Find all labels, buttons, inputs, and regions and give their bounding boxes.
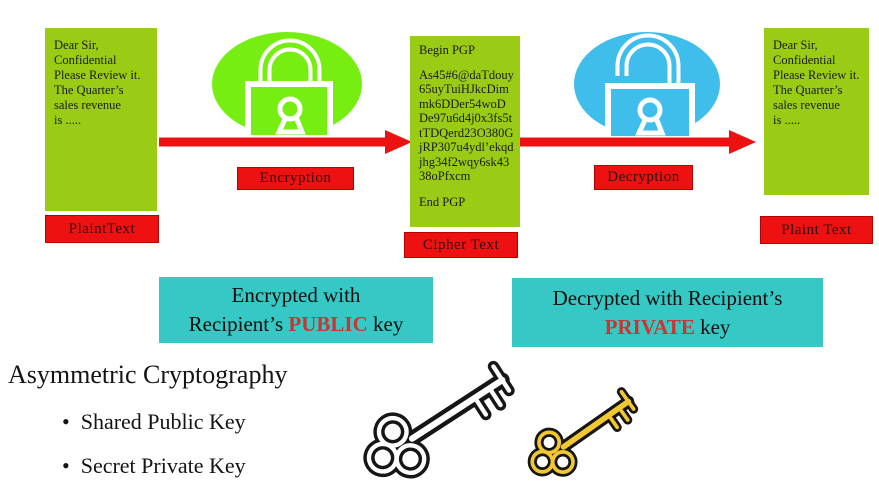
callout-line: PRIVATE key <box>604 314 731 339</box>
message-line: Confidential <box>773 53 836 67</box>
decrypted-with-private-key-callout: Decrypted with Recipient’s PRIVATE key <box>512 278 823 347</box>
message-line: The Quarter’s <box>54 83 124 97</box>
message-line: Please Review it. <box>773 68 860 82</box>
bullet-icon: • <box>62 453 70 478</box>
cipher-header: Begin PGP <box>419 43 475 57</box>
callout-line: Decrypted with Recipient’s <box>552 285 783 310</box>
plaintext-label-right: Plaint Text <box>760 216 873 244</box>
cipher-line: mk6DDer54woD <box>419 96 506 111</box>
cipher-text-box: Begin PGP As45#6@daTdouy 65uyTuiHJkcDim … <box>410 36 520 227</box>
plaintext-message-right: Dear Sir, Confidential Please Review it.… <box>764 28 869 195</box>
decryption-label: Decryption <box>594 165 693 190</box>
closed-padlock-icon <box>212 32 362 141</box>
message-line: Dear Sir, <box>54 38 99 52</box>
white-skeleton-key-icon <box>363 360 515 479</box>
decryption-arrow-icon <box>519 130 756 154</box>
cipher-line: jhg34f2wqy6sk43 <box>419 154 510 169</box>
callout-line: Recipient’s PUBLIC key <box>188 312 404 336</box>
public-key-emphasis: PUBLIC <box>288 312 368 336</box>
message-line: sales revenue <box>54 98 121 112</box>
gold-skeleton-key-icon <box>527 387 639 477</box>
message-line: sales revenue <box>773 98 840 112</box>
callout-line: Encrypted with <box>231 283 361 307</box>
cipher-line: tTDQerd23O380G <box>419 125 514 140</box>
bullet-secret-private-key: •Secret Private Key <box>62 453 246 478</box>
cipher-line: De97u6d4j0x3fs5t <box>419 111 513 125</box>
cipher-line: 65uyTuiHJkcDim <box>419 82 509 96</box>
cipher-text-label: Cipher Text <box>404 232 518 258</box>
message-line: is ..... <box>773 113 801 127</box>
message-line: Confidential <box>54 53 117 67</box>
cipher-line: 38oPfxcm <box>419 169 471 183</box>
private-key-emphasis: PRIVATE <box>604 314 695 339</box>
cipher-footer: End PGP <box>419 194 466 209</box>
encryption-label: Encryption <box>237 167 354 190</box>
asymmetric-cryptography-heading: Asymmetric Cryptography <box>8 360 288 389</box>
encrypted-with-public-key-callout: Encrypted with Recipient’s PUBLIC key <box>159 277 433 343</box>
bullet-shared-public-key: •Shared Public Key <box>62 409 246 434</box>
bullet-icon: • <box>62 409 70 434</box>
message-line: Please Review it. <box>54 68 141 82</box>
cipher-line: jRP307u4ydl’ekqd <box>419 140 514 154</box>
open-padlock-icon <box>574 32 720 142</box>
cipher-line: As45#6@daTdouy <box>419 67 514 82</box>
message-line: Dear Sir, <box>773 38 818 52</box>
plaintext-label-left: PlaintText <box>45 215 159 243</box>
encryption-arrow-icon <box>159 130 412 154</box>
message-line: The Quarter’s <box>773 83 843 97</box>
plaintext-message-left: Dear Sir, Confidential Please Review it.… <box>45 28 157 211</box>
message-line: is ..... <box>54 113 82 127</box>
